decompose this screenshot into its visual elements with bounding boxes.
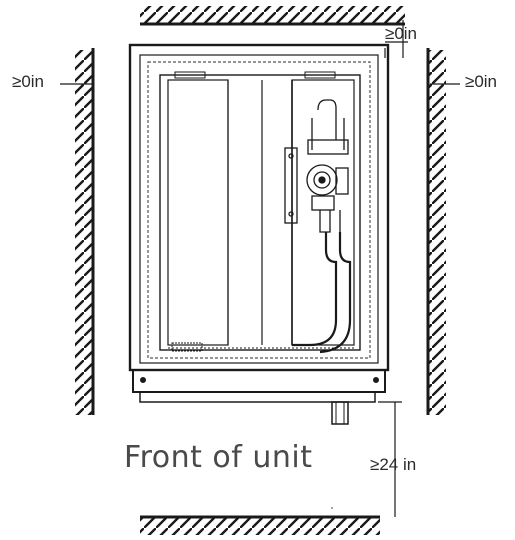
- left-clearance-label: ≥0in: [12, 72, 45, 91]
- top-clearance-label: ≥0in: [385, 24, 418, 43]
- bottom-wall: [140, 515, 380, 535]
- unit-cabinet: [128, 43, 390, 425]
- dimension-lines: [60, 20, 460, 517]
- top-wall: [140, 6, 405, 26]
- right-clearance-label: ≥0in: [465, 72, 498, 91]
- valve-assembly: [284, 99, 352, 354]
- speck: [331, 507, 333, 509]
- left-wall: [75, 48, 95, 415]
- front-clearance-label: ≥24 in: [370, 455, 417, 474]
- right-wall: [426, 48, 446, 415]
- front-of-unit-label: Front of unit: [124, 440, 313, 475]
